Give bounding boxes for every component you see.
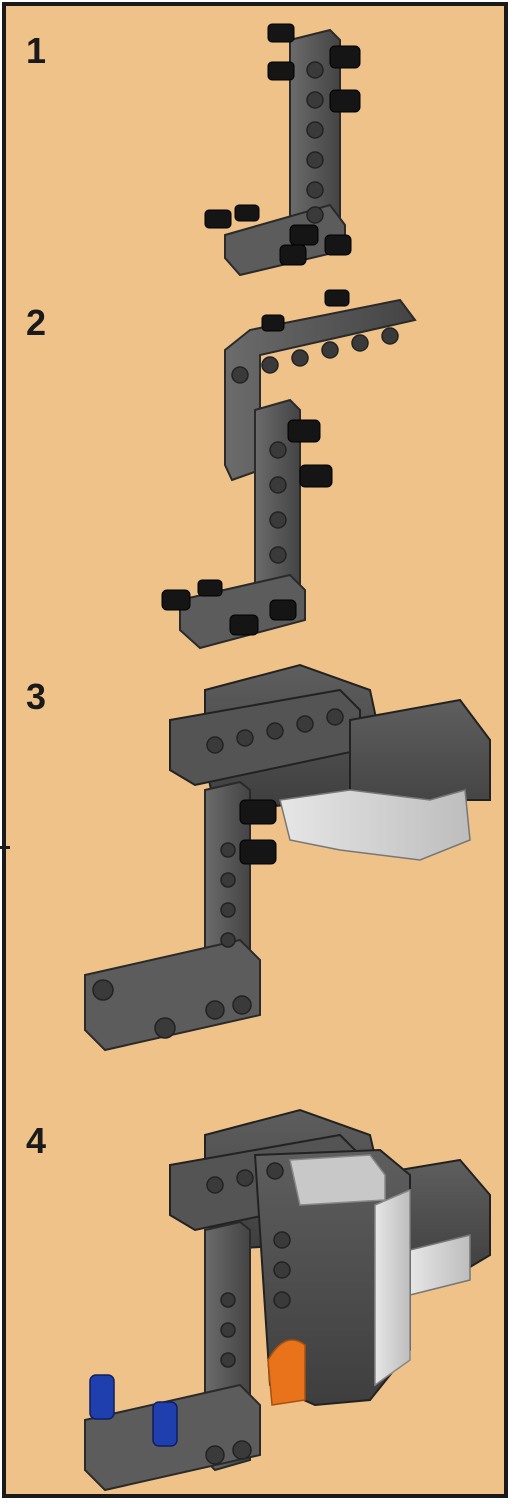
step-number-3: 3 <box>26 676 47 717</box>
step-number-1: 1 <box>26 30 47 71</box>
step-number-4: 4 <box>26 1120 47 1161</box>
step-4-model <box>84 1108 491 1492</box>
step-2-model <box>161 289 417 650</box>
step-1-model <box>204 23 361 277</box>
step-3-model <box>84 663 491 1052</box>
divider-tick <box>0 846 10 849</box>
step-number-2: 2 <box>26 302 47 343</box>
